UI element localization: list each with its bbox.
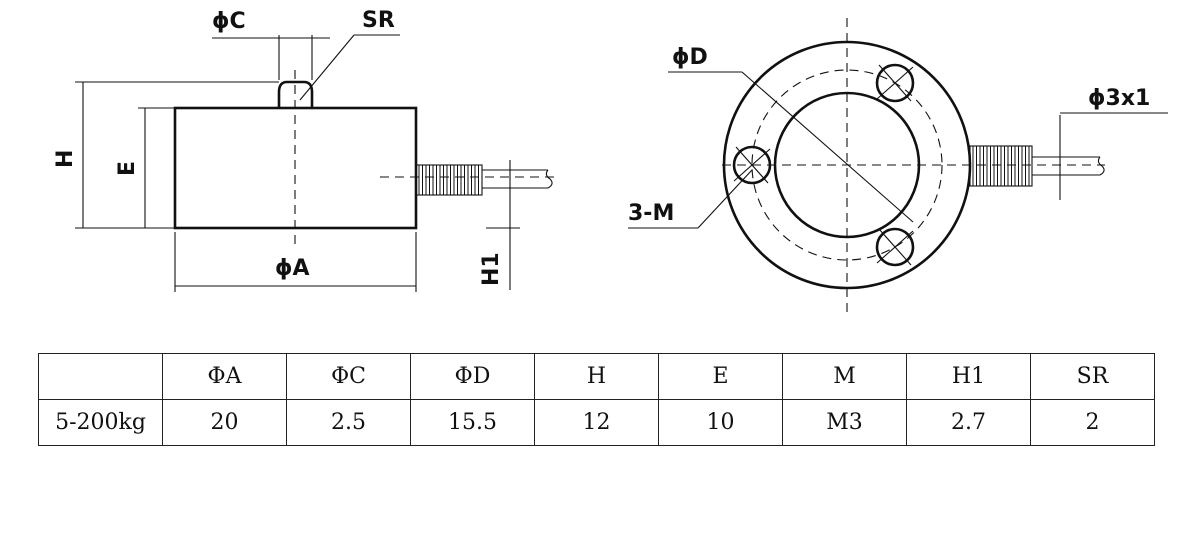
table-header-cell — [38, 353, 163, 400]
connector-threads — [418, 165, 479, 195]
table-cell: 20 — [162, 399, 287, 446]
e-label: E — [115, 161, 140, 176]
table-row: 5-200kg 20 2.5 15.5 12 10 M3 2.7 2 — [38, 399, 1155, 446]
phi-d-label: ϕD — [672, 45, 708, 70]
load-button — [277, 80, 314, 108]
table-cell: 2 — [1030, 399, 1155, 446]
top-connector-threads — [972, 146, 1030, 186]
phi-c-label: ϕC — [212, 9, 246, 34]
cable-diameter-label: ϕ3x1 — [1088, 86, 1150, 111]
top-cable-break — [1097, 156, 1105, 176]
table-header-cell: ΦD — [410, 353, 535, 400]
bolt-circle — [751, 69, 943, 261]
table-header-cell: E — [658, 353, 783, 400]
sr-leader-diagonal — [299, 34, 355, 101]
table-header-cell: SR — [1030, 353, 1155, 400]
table-header-cell: H — [534, 353, 659, 400]
m-label: 3-M — [628, 201, 674, 226]
table-header-row: ΦA ΦC ΦD H E M H1 SR — [38, 353, 1155, 400]
mounting-hole-top — [875, 63, 915, 103]
spec-table: ΦA ΦC ΦD H E M H1 SR 5-200kg 20 2.5 15.5… — [38, 353, 1155, 446]
side-view: ϕC SR H E ϕA H1 — [53, 8, 560, 292]
table-header-cell: M — [782, 353, 907, 400]
table-cell: 10 — [658, 399, 783, 446]
table-cell: 15.5 — [410, 399, 535, 446]
m-leader-diagonal — [697, 169, 753, 229]
sr-label: SR — [362, 8, 395, 33]
table-header-cell: ΦC — [286, 353, 411, 400]
table-cell: 2.5 — [286, 399, 411, 446]
phi-d-leader-diagonal — [741, 71, 914, 223]
top-view: ϕD ϕ3x1 3-M — [628, 18, 1168, 312]
table-cell: 12 — [534, 399, 659, 446]
cable-break — [545, 169, 553, 189]
table-header-cell: H1 — [906, 353, 1031, 400]
h-label: H — [53, 150, 78, 168]
threaded-connector — [415, 164, 483, 196]
mounting-hole-bottom — [875, 227, 915, 267]
h1-label: H1 — [479, 252, 504, 286]
table-header-cell: ΦA — [162, 353, 287, 400]
table-cell: 2.7 — [906, 399, 1031, 446]
table-cell: M3 — [782, 399, 907, 446]
mounting-hole-left — [732, 145, 772, 185]
table-cell: 5-200kg — [38, 399, 163, 446]
phi-a-label: ϕA — [275, 256, 310, 281]
technical-drawing: ϕC SR H E ϕA H1 — [53, 8, 1168, 312]
